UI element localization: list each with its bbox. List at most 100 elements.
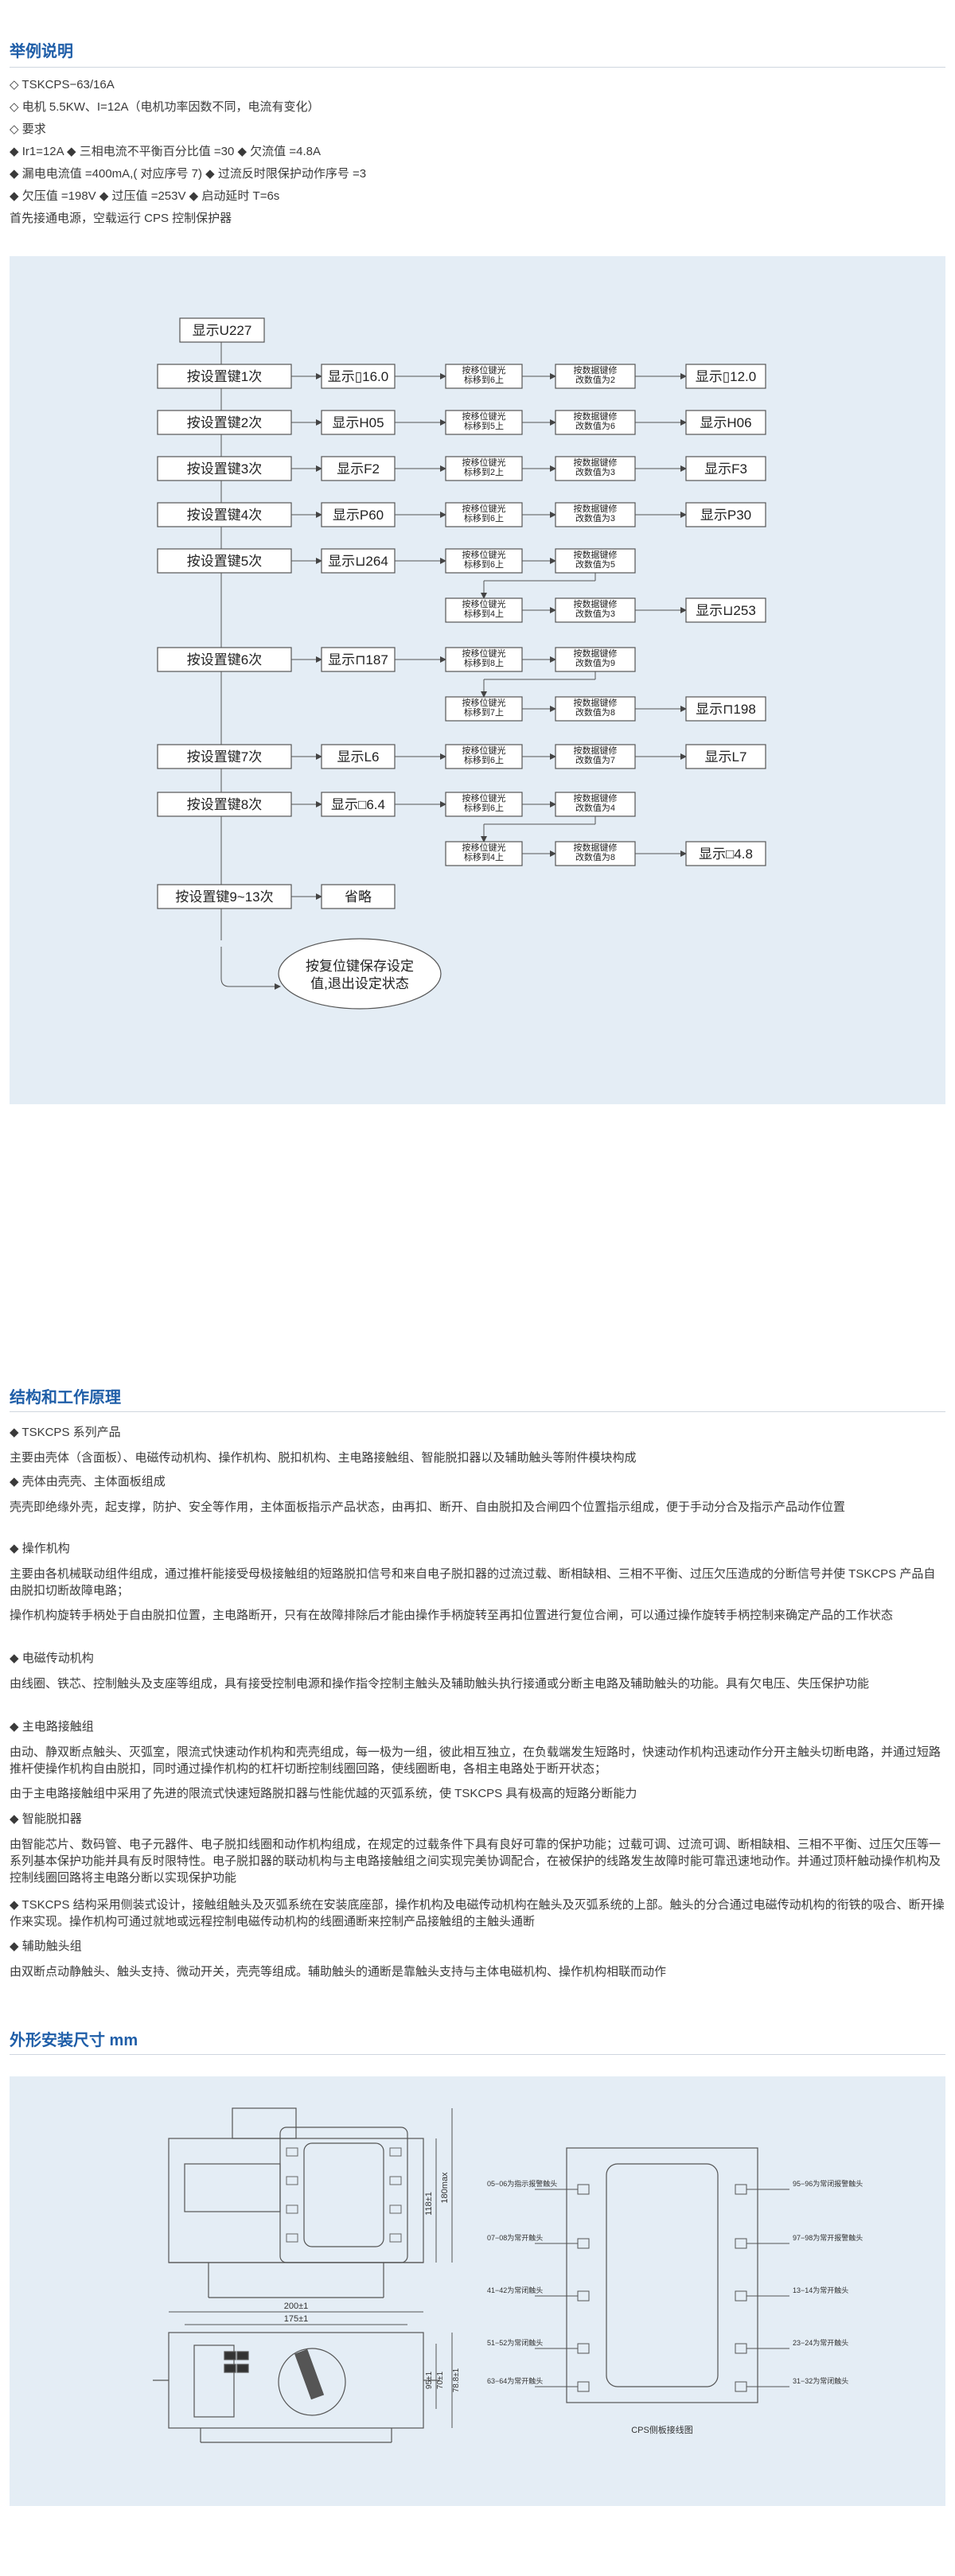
flow-result-box: 显示F3 xyxy=(685,456,766,481)
width-dimension-lines xyxy=(169,2311,423,2325)
structure-heading: ◆ 主电路接触组 xyxy=(10,1720,94,1734)
wiring-terminal-right xyxy=(735,2290,789,2302)
flow-press-box: 按设置键1次 xyxy=(157,364,292,389)
svg-text:显示H06: 显示H06 xyxy=(700,415,751,430)
svg-text:按移位键光: 按移位键光 xyxy=(462,364,506,376)
wiring-label-right: 13−14为常开触头 xyxy=(793,2286,848,2294)
svg-text:显示⊓187: 显示⊓187 xyxy=(328,652,388,667)
svg-text:标移到4上: 标移到4上 xyxy=(464,851,504,862)
example-line: ◆ 欠压值 =198V ◆ 过压值 =253V ◆ 启动延时 T=6s xyxy=(10,189,280,203)
svg-text:显示P30: 显示P30 xyxy=(700,508,751,523)
structure-paragraph: ◆ TSKCPS 结构采用侧装式设计，接触组触头及灭弧系统在安装底座部，操作机构… xyxy=(10,1898,945,1928)
svg-text:改数值为8: 改数值为8 xyxy=(575,706,615,718)
wiring-terminal-left xyxy=(535,2184,590,2195)
flow-show-box: 显示H05 xyxy=(321,410,396,435)
flow-show-box: 显示▯16.0 xyxy=(321,364,396,389)
dim-175-label: 175±1 xyxy=(284,2314,309,2324)
svg-text:显示⊔253: 显示⊔253 xyxy=(696,603,756,618)
flow-result-box: 显示⊔253 xyxy=(685,597,766,623)
flow-press-box: 按设置键7次 xyxy=(157,744,292,769)
svg-text:改数值为3: 改数值为3 xyxy=(575,512,615,523)
wiring-terminal-right xyxy=(735,2184,789,2195)
wiring-terminal-left xyxy=(535,2238,590,2249)
structure-paragraph: 由智能芯片、数码管、电子元器件、电子脱扣线圈和动作机构组成，在规定的过载条件下具… xyxy=(10,1838,941,1885)
svg-text:显示H05: 显示H05 xyxy=(332,415,384,430)
flow-press-box: 按设置键4次 xyxy=(157,502,292,527)
svg-text:按移位键光: 按移位键光 xyxy=(462,792,506,804)
dim-95-label: 95±1 xyxy=(425,2371,434,2389)
flow-result-box: 显示⊓198 xyxy=(685,696,766,722)
wiring-plate xyxy=(566,2147,758,2403)
wiring-label-left: 41−42为常闭触头 xyxy=(487,2286,543,2294)
example-line: ◆ 漏电电流值 =400mA,( 对应序号 7) ◆ 过流反时限保护动作序号 =… xyxy=(10,167,367,181)
dim-200-label: 200±1 xyxy=(284,2302,309,2311)
structure-paragraph: 壳壳即绝缘外壳，起支撑，防护、安全等作用，主体面板指示产品状态，由再扣、断开、自… xyxy=(10,1500,846,1514)
wiring-label-left: 07−08为常开触头 xyxy=(487,2233,543,2242)
svg-text:按数据键修: 按数据键修 xyxy=(574,364,618,376)
wiring-label-right: 23−24为常开触头 xyxy=(793,2338,848,2347)
structure-paragraph: 由双断点动静触头、触头支持、微动开关，壳壳等组成。辅助触头的通断是靠触头支持与主… xyxy=(10,1965,667,1979)
dimension-panel: 118±1 180max 200±1 175±1 95±1 70±1 78.8±… xyxy=(10,2076,945,2506)
svg-text:标移到6上: 标移到6上 xyxy=(464,558,504,570)
structure-heading: ◆ TSKCPS 系列产品 xyxy=(10,1426,121,1439)
svg-text:显示□6.4: 显示□6.4 xyxy=(331,797,385,812)
svg-text:标移到6上: 标移到6上 xyxy=(464,512,504,523)
flow-show-box: 显示L6 xyxy=(321,744,396,769)
structure-heading: ◆ 电磁传动机构 xyxy=(10,1652,94,1665)
svg-text:按设置键7次: 按设置键7次 xyxy=(187,749,262,765)
svg-text:显示⊓198: 显示⊓198 xyxy=(696,702,756,717)
svg-text:标移到6上: 标移到6上 xyxy=(464,374,504,385)
wiring-label-right: 97−98为常开报警触头 xyxy=(793,2233,863,2242)
flow-press-box: 按设置键5次 xyxy=(157,548,292,574)
wiring-terminal-left xyxy=(535,2290,590,2302)
flow-show-box: 显示P60 xyxy=(321,502,396,527)
wiring-diagram xyxy=(566,2147,758,2403)
svg-text:按移位键光: 按移位键光 xyxy=(462,549,506,560)
structure-paragraph: 操作机构旋转手柄处于自由脱扣位置，主电路断开，只有在故障排除后才能由操作手柄旋转… xyxy=(10,1609,894,1622)
wiring-terminal-right xyxy=(735,2238,789,2249)
example-line: 首先接通电源，空载运行 CPS 控制保护器 xyxy=(10,212,232,225)
svg-text:按设置键2次: 按设置键2次 xyxy=(187,415,262,430)
section-divider xyxy=(10,1411,945,1412)
flow-show-box: 显示⊔264 xyxy=(321,548,396,574)
front-terminal-set xyxy=(286,2147,402,2243)
flow-omit-box: 省略 xyxy=(321,884,396,909)
svg-text:值,退出设定状态: 值,退出设定状态 xyxy=(310,976,409,991)
device-front-view xyxy=(168,2138,424,2263)
svg-text:按数据键修: 按数据键修 xyxy=(574,648,618,659)
section-title-dimensions: 外形安装尺寸 mm xyxy=(10,2032,138,2049)
svg-text:按数据键修: 按数据键修 xyxy=(574,697,618,708)
svg-text:按设置键8次: 按设置键8次 xyxy=(187,797,262,812)
flow-result-box: 显示▯12.0 xyxy=(685,364,766,389)
svg-text:标移到6上: 标移到6上 xyxy=(464,754,504,765)
wiring-label-left: 63−64为常开触头 xyxy=(487,2376,543,2385)
wiring-terminal-left xyxy=(535,2343,590,2354)
svg-text:按设置键3次: 按设置键3次 xyxy=(187,461,262,477)
wiring-label-left: 51−52为常闭触头 xyxy=(487,2338,543,2347)
svg-text:标移到4上: 标移到4上 xyxy=(464,608,504,619)
flow-show-box: 显示□6.4 xyxy=(321,792,396,817)
svg-text:按移位键光: 按移位键光 xyxy=(462,598,506,609)
svg-text:显示L7: 显示L7 xyxy=(705,749,747,765)
svg-text:按移位键光: 按移位键光 xyxy=(462,697,506,708)
wiring-terminal-left xyxy=(535,2381,590,2392)
flow-press-box: 按设置键8次 xyxy=(157,792,292,817)
svg-text:改数值为7: 改数值为7 xyxy=(575,754,615,765)
example-line: ◇ 电机 5.5KW、I=12A（电机功率因数不同，电流有变化） xyxy=(10,100,320,114)
structure-paragraph: 由于主电路接触组中采用了先进的限流式快速短路脱扣器与性能优越的灭弧系统，使 TS… xyxy=(10,1787,637,1800)
svg-text:按数据键修: 按数据键修 xyxy=(574,457,618,468)
structure-paragraph: 由动、静双断点触头、灭弧室，限流式快速动作机构和壳壳组成，每一极为一组，彼此相互… xyxy=(10,1745,941,1776)
